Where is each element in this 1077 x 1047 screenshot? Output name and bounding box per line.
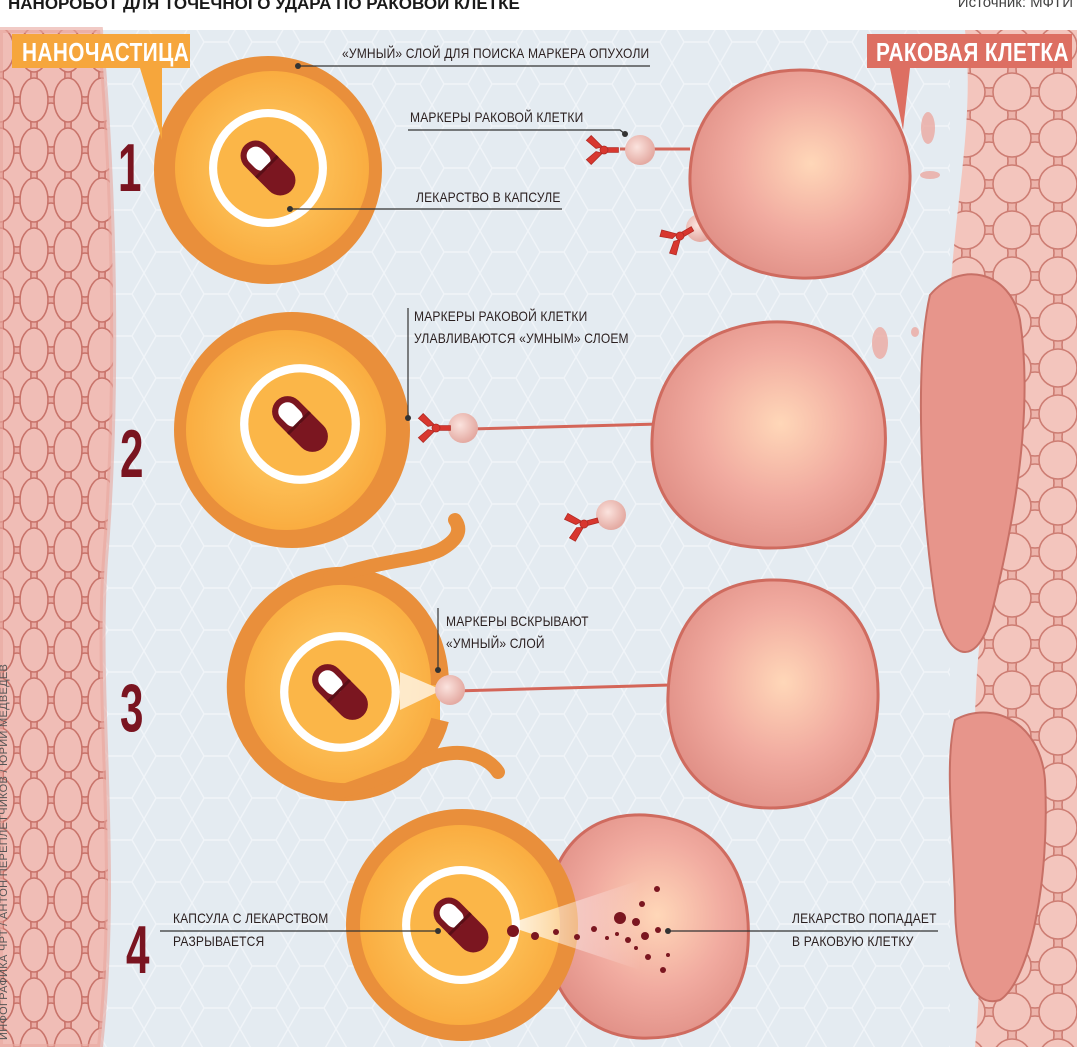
step-number-4: 4: [126, 916, 149, 984]
label-smart-layer: «УМНЫЙ» СЛОЙ ДЛЯ ПОИСКА МАРКЕРА ОПУХОЛИ: [342, 44, 649, 63]
credit: ИНФОГРАФИКА ЧРТ / АНТОН ПЕРЕПЛЕТЧИКОВ / …: [0, 664, 10, 1040]
label-drug-capsule: ЛЕКАРСТВО В КАПСУЛЕ: [416, 188, 561, 207]
cancer-cell-3: [668, 580, 878, 808]
label-step4-left-line1: КАПСУЛА С ЛЕКАРСТВОМ: [173, 909, 328, 928]
step-number-2: 2: [120, 420, 143, 488]
label-step4-right-line1: ЛЕКАРСТВО ПОПАДАЕТ: [792, 909, 937, 928]
label-step4-right-line2: В РАКОВУЮ КЛЕТКУ: [792, 932, 914, 951]
source-label: Источник: МФТИ: [958, 0, 1073, 11]
capsule-3: [280, 632, 400, 752]
label-step3-line1: МАРКЕРЫ ВСКРЫВАЮТ: [446, 612, 589, 631]
capsule-4: [402, 866, 520, 984]
tag-nanoparticle: НАНОЧАСТИЦА: [22, 35, 189, 69]
label-step3-line2: «УМНЫЙ» СЛОЙ: [446, 634, 545, 653]
label-step2-line1: МАРКЕРЫ РАКОВОЙ КЛЕТКИ: [414, 307, 587, 326]
label-step2-line2: УЛАВЛИВАЮТСЯ «УМНЫМ» СЛОЕМ: [414, 329, 629, 348]
cancer-cell-1: [690, 70, 910, 278]
step-number-1: 1: [118, 134, 141, 202]
marker-knob-1a: [625, 135, 655, 165]
left-tissue: [0, 30, 113, 1047]
capsule-2: [240, 364, 360, 484]
tag-cancer-cell: РАКОВАЯ КЛЕТКА: [876, 35, 1069, 69]
marker-knob-3: [435, 675, 465, 705]
cancer-cell-2: [652, 322, 885, 548]
label-markers: МАРКЕРЫ РАКОВОЙ КЛЕТКИ: [410, 108, 583, 127]
label-step4-left-line2: РАЗРЫВАЕТСЯ: [173, 932, 264, 951]
page-title: НАНОРОБОТ ДЛЯ ТОЧЕЧНОГО УДАРА ПО РАКОВОЙ…: [8, 0, 520, 14]
step-number-3: 3: [120, 674, 143, 742]
